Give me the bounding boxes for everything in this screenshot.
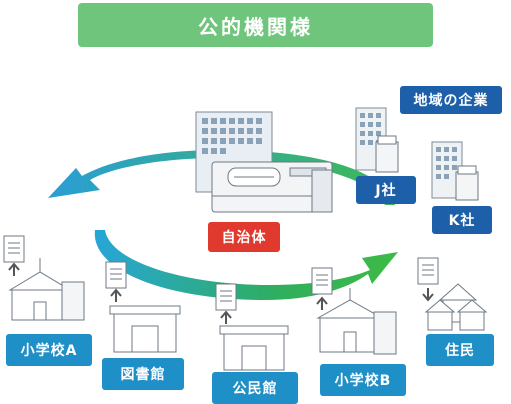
community-hall-label: 公民館 xyxy=(212,372,298,404)
local-companies-label: 地域の企業 xyxy=(400,86,502,114)
school-a-label: 小学校A xyxy=(6,334,92,366)
company-k-building-icon xyxy=(431,141,479,201)
library-label: 図書館 xyxy=(102,358,184,390)
school-b-label: 小学校B xyxy=(320,364,406,396)
school-a-icon xyxy=(3,235,85,321)
page-title: 公的機関様 xyxy=(78,3,433,47)
company-j-label: J社 xyxy=(356,176,416,204)
municipality-label: 自治体 xyxy=(208,222,280,252)
community-hall-icon xyxy=(215,283,289,371)
company-k-label: K社 xyxy=(432,206,492,234)
company-j-building-icon xyxy=(355,107,399,173)
library-icon xyxy=(105,261,181,353)
school-b-icon xyxy=(311,267,397,355)
residents-houses-icon xyxy=(417,257,488,331)
production-printer-icon xyxy=(211,161,333,213)
residents-label: 住民 xyxy=(426,334,494,366)
